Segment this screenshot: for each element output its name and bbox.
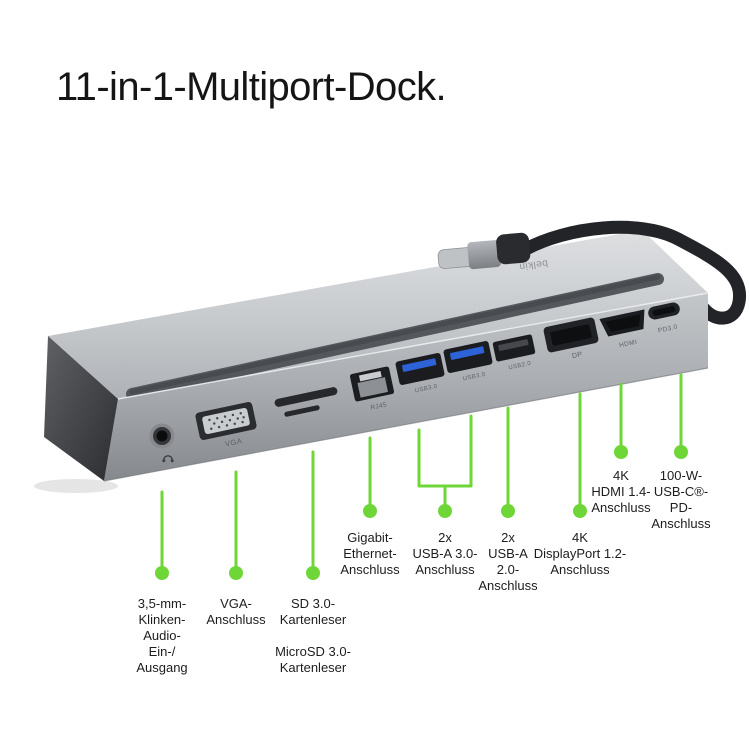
usb-a-3-port-2: USB3.0 (443, 341, 493, 383)
callout-dot-usb-c-pd (674, 445, 688, 459)
usb-c-pd-port: PD3.0 (648, 302, 680, 335)
callout-dot-audio-jack (155, 566, 169, 580)
vga-engraving: VGA (224, 436, 243, 448)
callout-label-sd-card: SD 3.0- Kartenleser MicroSD 3.0- Kartenl… (275, 596, 351, 675)
dock-end-cap (44, 336, 118, 481)
pd-engraving: PD3.0 (657, 324, 678, 335)
page-title: 11-in-1-Multiport-Dock. (56, 65, 447, 109)
dock-rubber-strip-shade (129, 274, 661, 395)
dock-shadow (34, 479, 118, 493)
callout-dot-usb-a-3 (438, 504, 452, 518)
callout-dot-vga (229, 566, 243, 580)
callout-label-ethernet: Gigabit- Ethernet- Anschluss (340, 530, 400, 577)
callout-dot-displayport (573, 504, 587, 518)
usb-c-plug (437, 232, 531, 270)
callout-label-usb-a-2: 2x USB-A 2.0- Anschluss (478, 530, 538, 593)
sd-card-slot (274, 387, 338, 417)
usb-c-plug-overmold (496, 232, 531, 265)
usb3-engraving-2: USB3.0 (462, 372, 486, 383)
hdmi-engraving: HDMI (619, 339, 638, 350)
usb3-engraving-1: USB3.0 (414, 384, 438, 395)
dock-bottom-edge (103, 367, 709, 482)
callout-dot-ethernet (363, 504, 377, 518)
usb-a-3-port-1: USB3.0 (395, 353, 445, 395)
audio-jack-port (149, 423, 175, 463)
callout-dot-sd-card (306, 566, 320, 580)
displayport-port: DP (543, 317, 599, 360)
dp-engraving: DP (571, 351, 583, 360)
callout-dot-hdmi (614, 445, 628, 459)
usb2-engraving: USB2.0 (508, 361, 532, 372)
callout-label-vga: VGA- Anschluss (206, 596, 266, 627)
dock-top-face (48, 230, 708, 399)
hdmi-port: HDMI (599, 309, 645, 350)
callout-label-hdmi: 4K HDMI 1.4- Anschluss (591, 468, 651, 515)
callout-label-usb-c-pd: 100-W- USB-C®- PD- Anschluss (651, 468, 711, 531)
usb-c-plug-shell (467, 240, 501, 270)
rj45-engraving: RJ45 (370, 401, 388, 411)
callout-label-usb-a-3: 2x USB-A 3.0- Anschluss (412, 530, 478, 577)
callout-label-displayport: 4K DisplayPort 1.2- Anschluss (533, 530, 627, 577)
headphone-icon (162, 455, 174, 463)
callout-bracket-usb-a-3 (417, 414, 473, 488)
usb-a-2-port: USB2.0 (492, 334, 536, 372)
vga-port: VGA (195, 402, 257, 449)
callout-dot-usb-a-2 (501, 504, 515, 518)
usb-c-cable (517, 220, 747, 325)
ethernet-port: RJ45 (349, 366, 395, 412)
micro-sd-slot (284, 405, 320, 417)
callout-label-audio-jack: 3,5-mm- Klinken- Audio- Ein-/ Ausgang (136, 596, 188, 675)
dock-front-edge-highlight (117, 292, 709, 400)
